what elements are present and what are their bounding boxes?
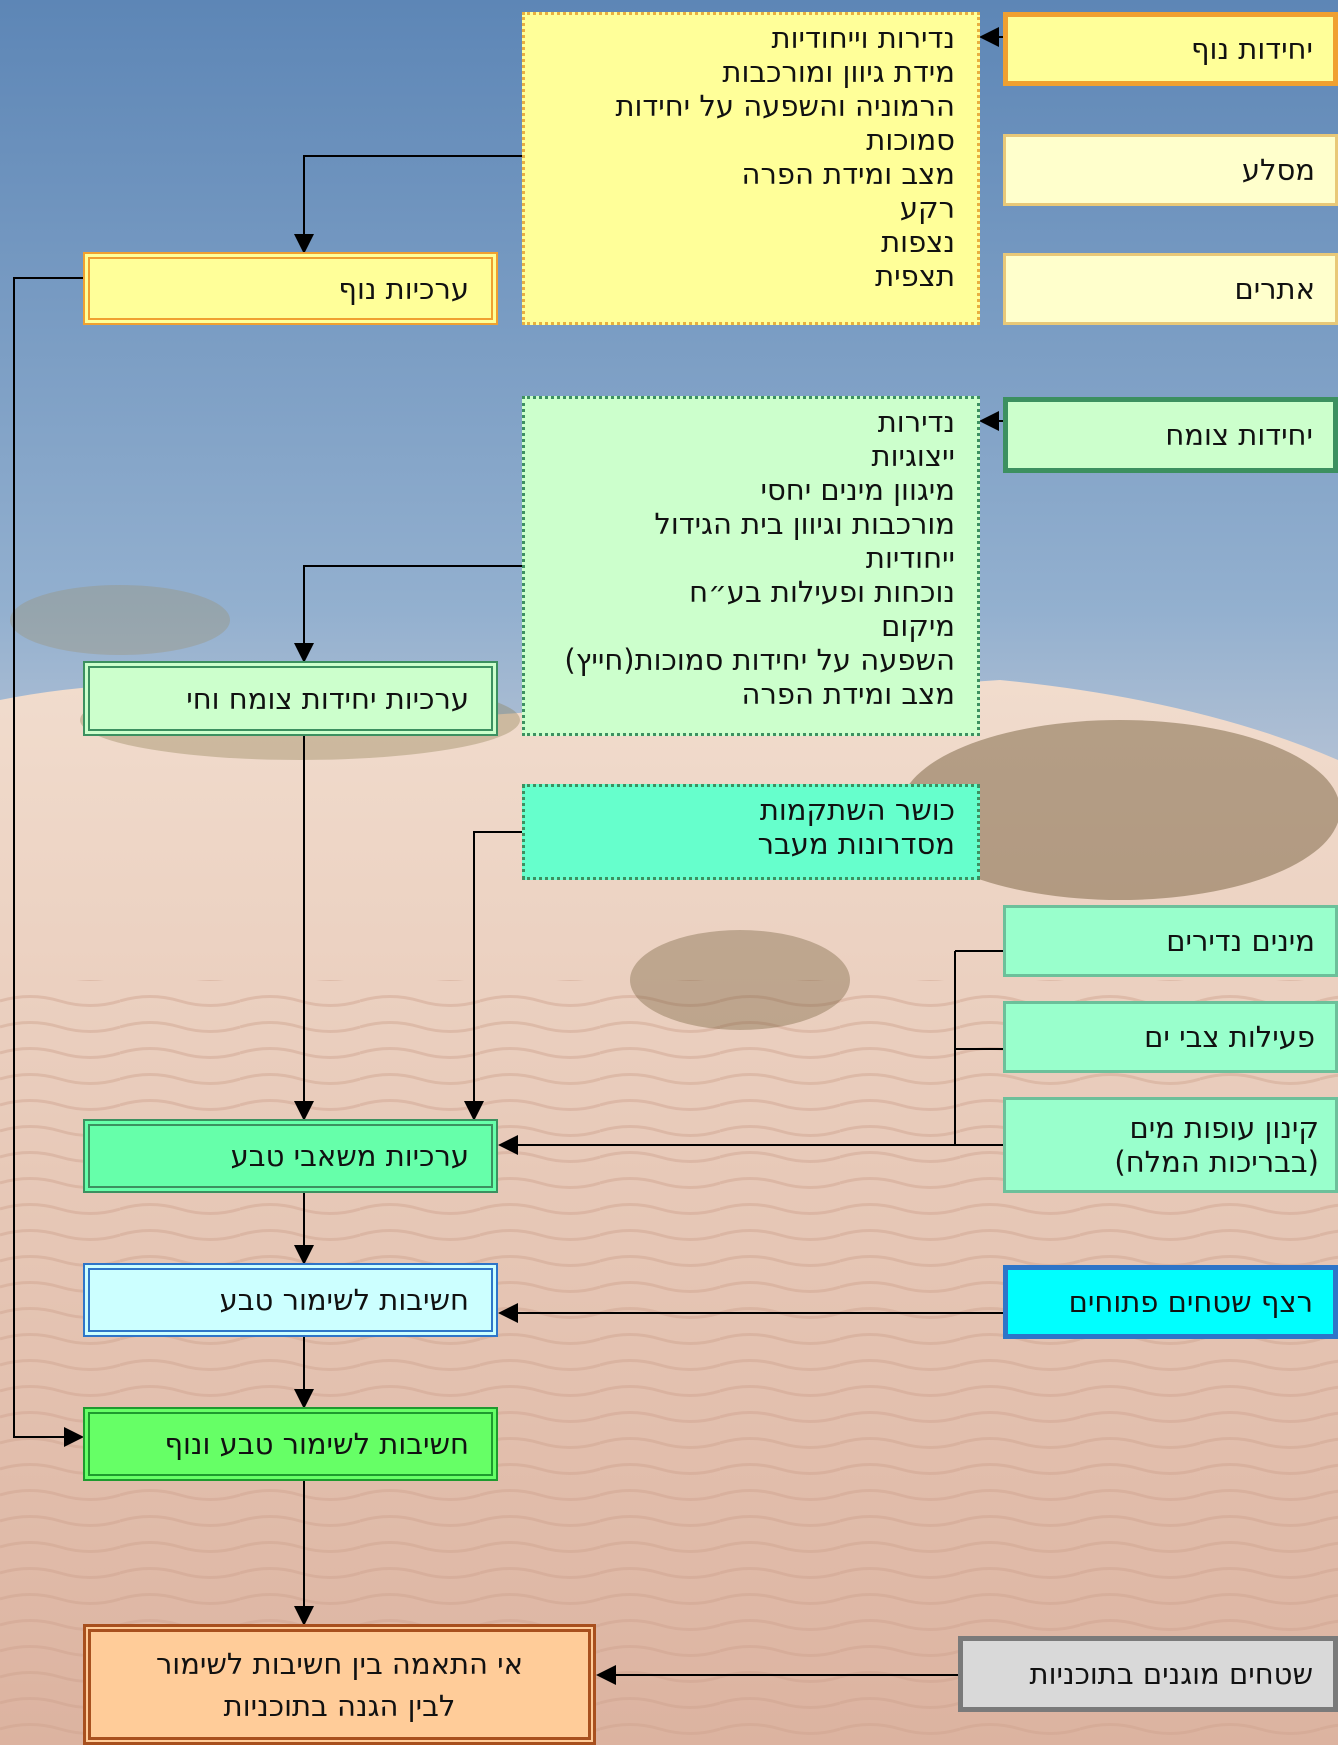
vegetation-criterion: מצב ומידת הפרה: [741, 677, 955, 711]
corridor-criterion: מסדרונות מעבר: [757, 827, 955, 861]
waterbird-nesting-box: קינון עופות מים (בבריכות המלח): [1003, 1097, 1338, 1193]
nature-importance-box: חשיבות לשימור טבע: [83, 1263, 498, 1337]
vegetation-criterion: ייצוגיות: [871, 439, 955, 473]
landscape-criterion: נדירות וייחודיות: [771, 21, 955, 55]
corridors-criteria-list: כושר השתקמות מסדרונות מעבר: [522, 784, 980, 880]
landscape-units-box: יחידות נוף: [1003, 12, 1338, 86]
vegetation-criteria-list: נדירות ייצוגיות מיגוון מינים יחסי מורכבו…: [522, 396, 980, 736]
landscape-criterion: תצפית: [875, 259, 955, 293]
nature-landscape-importance-box: חשיבות לשימור טבע ונוף: [83, 1407, 498, 1481]
vegetation-units-box: יחידות צומח: [1003, 397, 1338, 473]
waterbird-nesting-line-1: קינון עופות מים: [1129, 1111, 1319, 1145]
vegetation-criterion: נוכחות ופעילות בע״ח: [689, 575, 955, 609]
vegetation-criterion: נדירות: [877, 405, 955, 439]
sites-box: אתרים: [1003, 253, 1338, 325]
landscape-criterion: הרמוניה והשפעה על יחידות: [615, 89, 955, 123]
corridor-criterion: כושר השתקמות: [759, 793, 955, 827]
landscape-criterion: מצב ומידת הפרה: [741, 157, 955, 191]
mismatch-box: אי התאמה בין חשיבות לשימור לבין הגנה בתו…: [83, 1624, 596, 1745]
landscape-criterion: סמוכות: [866, 123, 955, 157]
vegetation-criterion: מורכבות וגיוון בית הגידול: [654, 507, 955, 541]
mismatch-line-2: לבין הגנה בתוכניות: [223, 1688, 456, 1723]
vegetation-criterion: השפעה על יחידות סמוכות(חייץ): [564, 643, 955, 677]
landscape-criterion: נצפות: [881, 225, 955, 259]
rare-species-box: מינים נדירים: [1003, 905, 1338, 977]
natural-assets-value-box: ערכיות משאבי טבע: [83, 1119, 498, 1193]
landscape-criterion: רקע: [899, 191, 955, 225]
vegetation-criterion: מיגוון מינים יחסי: [760, 473, 955, 507]
mismatch-line-1: אי התאמה בין חשיבות לשימור: [155, 1646, 524, 1681]
landscape-criterion: מידת גיוון ומורכבות: [722, 55, 955, 89]
vegetation-criterion: ייחודיות: [865, 541, 955, 575]
landscape-criteria-list: נדירות וייחודיות מידת גיוון ומורכבות הרמ…: [522, 12, 980, 325]
landscape-value-box: ערכיות נוף: [83, 252, 498, 325]
sea-turtles-box: פעילות צבי ים: [1003, 1001, 1338, 1073]
protected-areas-box: שטחים מוגנים בתוכניות: [958, 1636, 1338, 1712]
vegetation-value-box: ערכיות יחידות צומח וחי: [83, 661, 498, 736]
waterbird-nesting-line-2: (בבריכות המלח): [1114, 1145, 1319, 1179]
bedrock-box: מסלע: [1003, 134, 1338, 206]
open-spaces-box: רצף שטחים פתוחים: [1003, 1265, 1338, 1339]
vegetation-criterion: מיקום: [881, 609, 955, 643]
